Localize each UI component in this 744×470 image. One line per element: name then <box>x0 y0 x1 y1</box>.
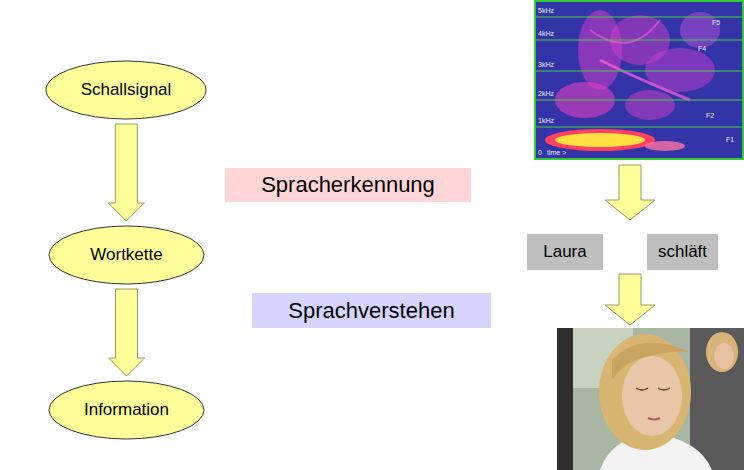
step-label: Sprachverstehen <box>252 293 491 328</box>
node-text: Sprachverstehen <box>288 298 454 324</box>
node-text: Information <box>84 400 169 420</box>
axis-label: time > <box>547 149 566 157</box>
node-text: Schallsignal <box>81 80 172 100</box>
process-ellipse: Schallsignal <box>45 60 207 120</box>
node-text: schläft <box>658 242 707 262</box>
block-arrow <box>108 124 144 221</box>
node-text: Laura <box>543 242 586 262</box>
step-label: Spracherkennung <box>225 168 471 202</box>
process-ellipse: Wortkette <box>48 225 205 285</box>
photo <box>557 328 744 470</box>
axis-label: F5 <box>712 19 720 27</box>
word-box: Laura <box>527 234 603 270</box>
node-text: Spracherkennung <box>261 172 435 198</box>
word-box: schläft <box>647 234 718 270</box>
axis-label: 2kHz <box>538 90 554 98</box>
axis-label: 0 <box>538 149 542 157</box>
node-text: Wortkette <box>90 245 162 265</box>
block-arrow <box>605 274 655 325</box>
block-arrow <box>109 289 145 376</box>
axis-label: F1 <box>726 136 734 144</box>
process-ellipse: Information <box>48 380 205 440</box>
spectrogram <box>535 1 743 159</box>
axis-label: 3kHz <box>538 61 554 69</box>
axis-label: 1kHz <box>538 117 554 125</box>
axis-label: 5kHz <box>538 7 554 15</box>
axis-label: F2 <box>706 112 714 120</box>
block-arrow <box>605 165 655 220</box>
axis-label: F4 <box>698 45 706 53</box>
axis-label: 4kHz <box>538 30 554 38</box>
